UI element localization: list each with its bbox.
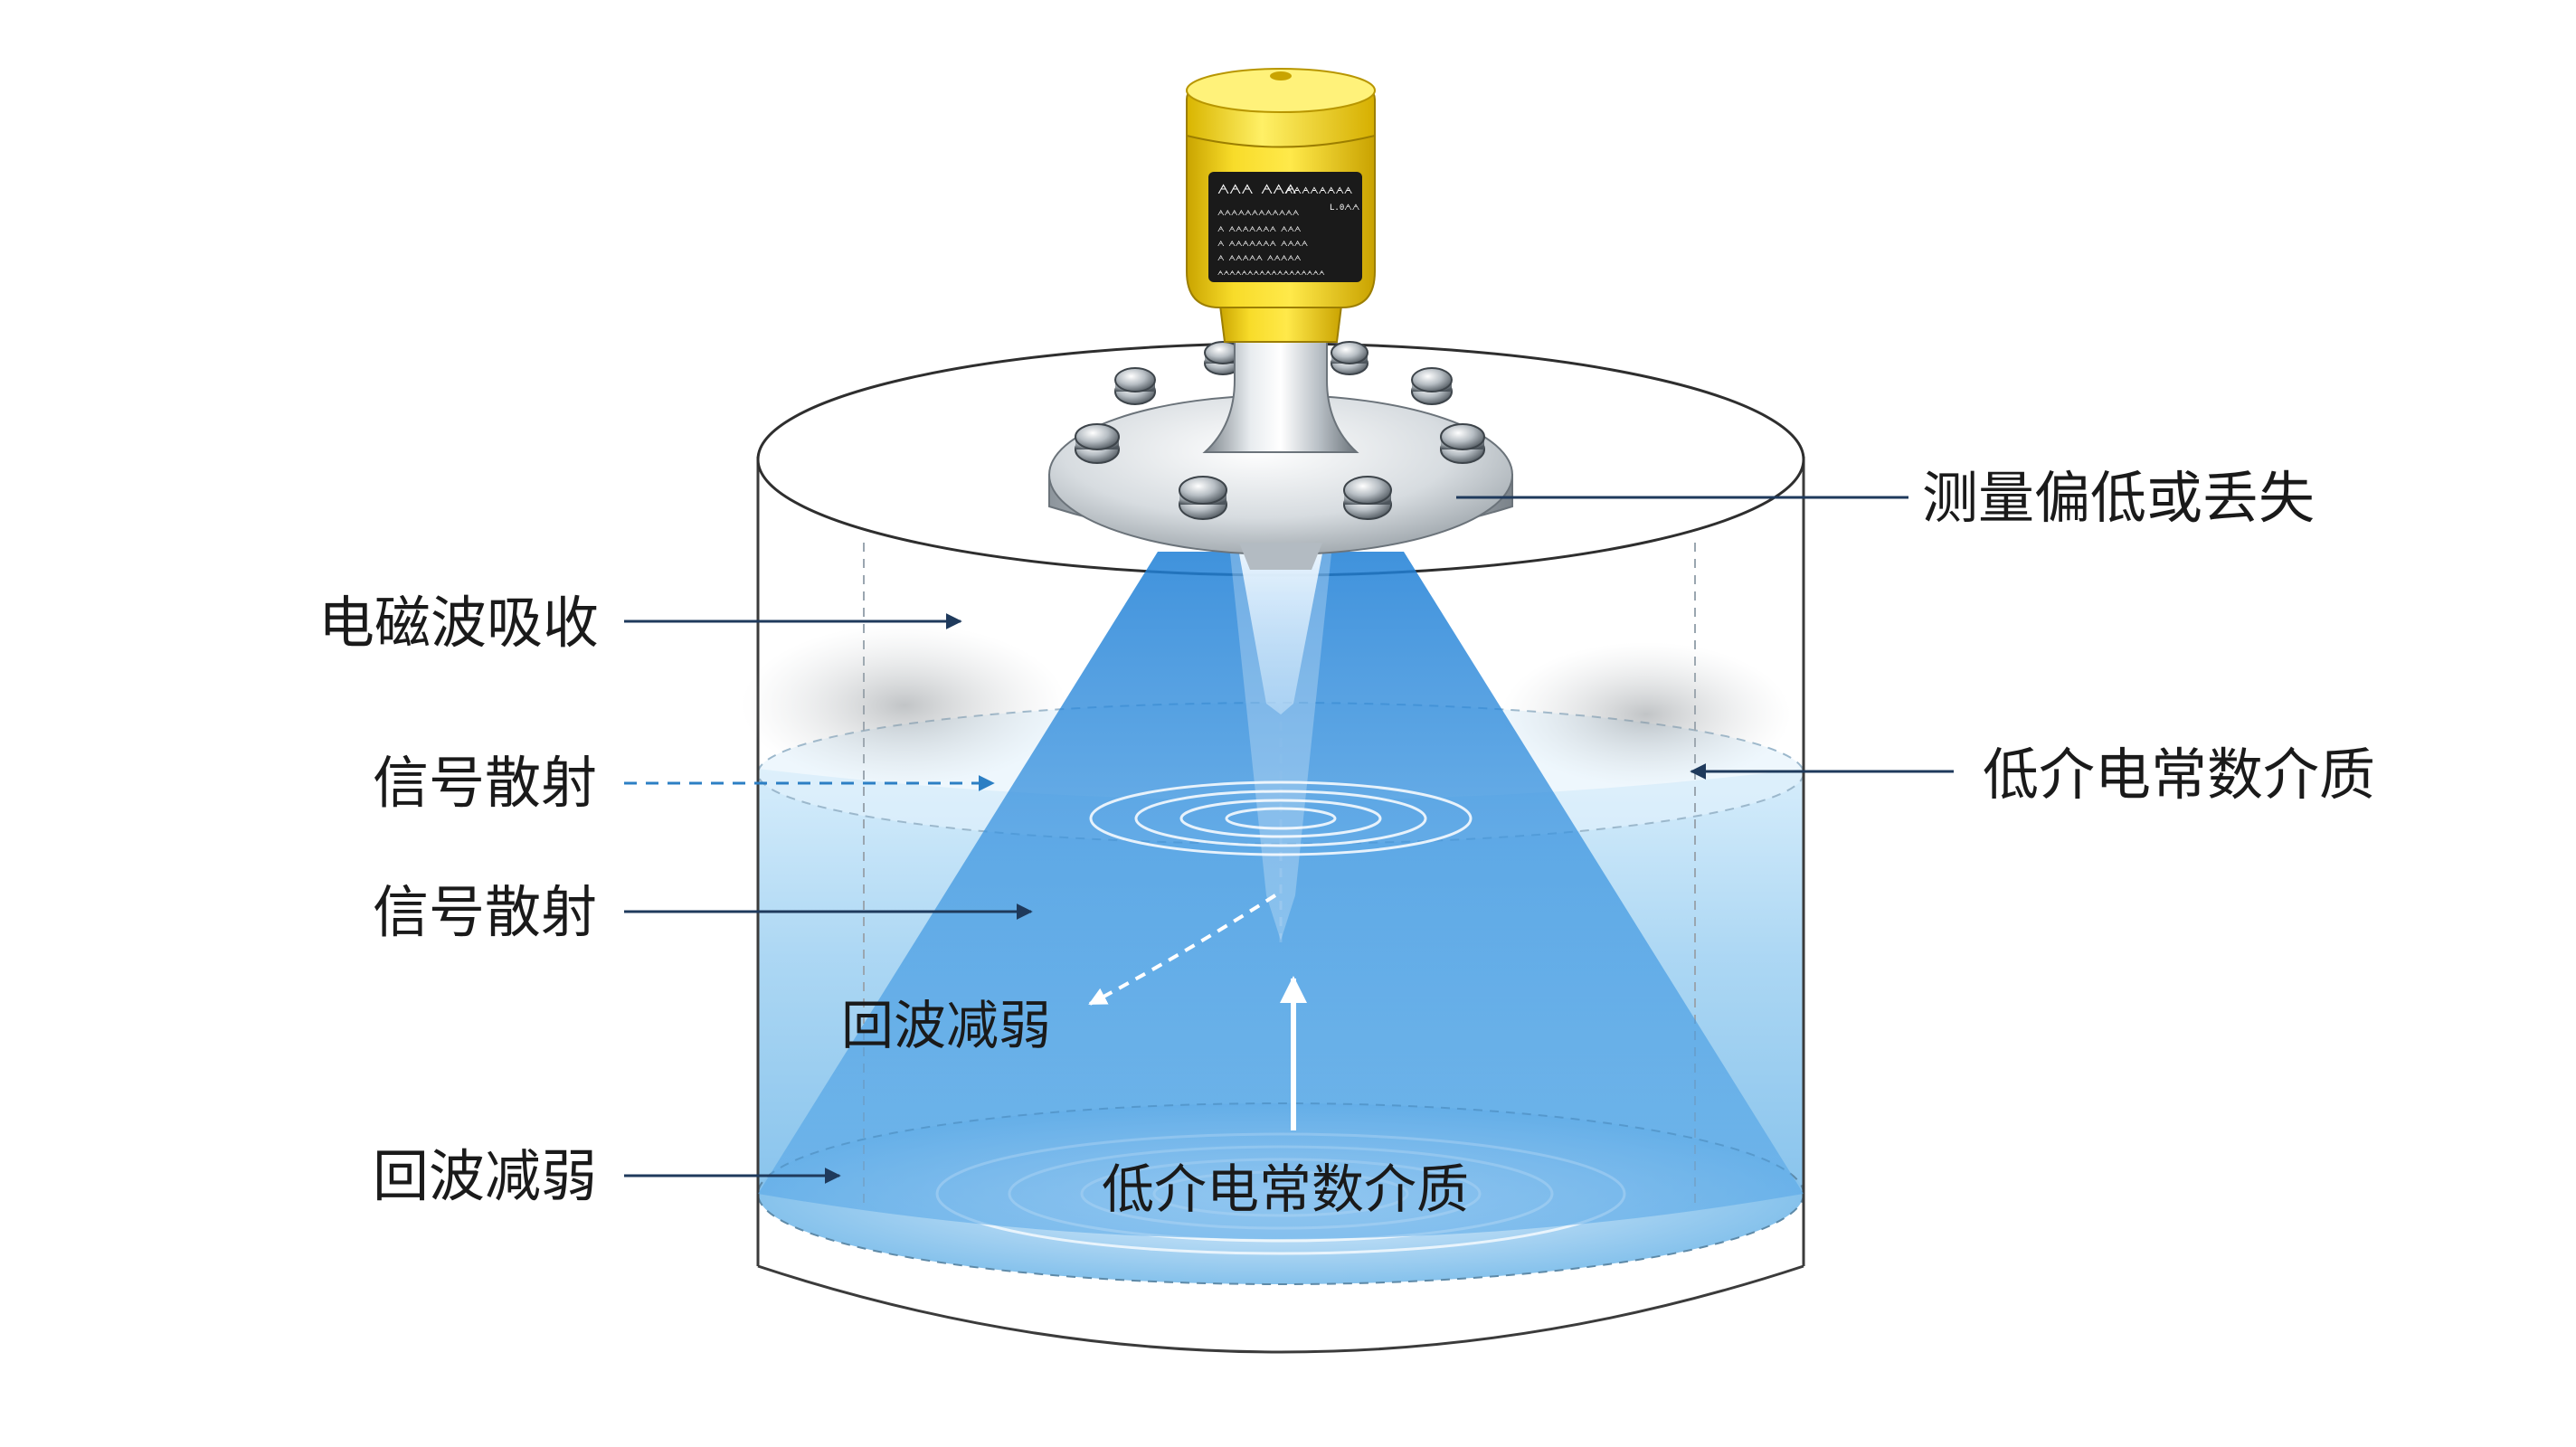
radar-beam (758, 552, 1804, 1239)
label-echo-weakened: 回波减弱 (373, 1143, 597, 1209)
label-measurement-low: 测量偏低或丢失 (1922, 465, 2315, 531)
vapor-left (742, 624, 1067, 787)
sensor-nameplate: ᗅᗅᗅ ᗅᗅᗅ ᗅᗅᗅᗅᗅᗅᗅᗅ L.0ᗅᗅ ᗅᗅᗅᗅᗅᗅᗅᗅᗅᗅᗅᗅ ᗅ ᗅᗅ… (1208, 172, 1362, 282)
sensor-neck (1202, 334, 1359, 453)
nameplate-row-5: ᗅᗅᗅᗅᗅᗅᗅᗅᗅᗅᗅᗅᗅᗅᗅᗅᗅᗅ (1217, 270, 1325, 277)
surface-ripples (1089, 780, 1473, 856)
inner-beam-lower (1230, 553, 1331, 941)
label-low-dielectric-inner: 低介电常数介质 (1102, 1159, 1469, 1220)
nameplate-row-4: ᗅ ᗅᗅᗅᗅᗅ ᗅᗅᗅᗅᗅ (1217, 254, 1302, 262)
weak-echo-arrow (1088, 894, 1277, 1006)
label-echo-weakened-inner: 回波减弱 (841, 995, 1051, 1056)
nameplate-model: ᗅᗅᗅᗅᗅᗅᗅᗅ (1284, 186, 1352, 196)
label-signal-scatter-1: 信号散射 (373, 750, 597, 816)
radar-sensor: ᗅᗅᗅ ᗅᗅᗅ ᗅᗅᗅᗅᗅᗅᗅᗅ L.0ᗅᗅ ᗅᗅᗅᗅᗅᗅᗅᗅᗅᗅᗅᗅ ᗅ ᗅᗅ… (1048, 68, 1513, 570)
nameplate-row-3: ᗅ ᗅᗅᗅᗅᗅᗅᗅ ᗅᗅᗅᗅ (1217, 240, 1308, 248)
inner-beam-upper (1239, 553, 1322, 714)
nameplate-brand: ᗅᗅᗅ ᗅᗅᗅ (1217, 183, 1296, 197)
nameplate-row-2: ᗅ ᗅᗅᗅᗅᗅᗅᗅ ᗅᗅᗅ (1217, 225, 1302, 233)
flange-bolts (1075, 341, 1485, 520)
vapor-right (1501, 642, 1791, 787)
labels: 测量偏低或丢失 电磁波吸收 信号散射 信号散射 回波减弱 低介电常数介质 回波减… (318, 465, 2375, 1220)
sensor-cap (1186, 68, 1376, 113)
nameplate-code: L.0ᗅᗅ (1330, 203, 1360, 213)
label-low-dielectric-right: 低介电常数介质 (1983, 742, 2375, 808)
callouts (624, 496, 1954, 1184)
label-em-absorption: 电磁波吸收 (318, 590, 599, 656)
nameplate-row-1: ᗅᗅᗅᗅᗅᗅᗅᗅᗅᗅᗅᗅ (1217, 209, 1300, 217)
label-signal-scatter-2: 信号散射 (373, 879, 597, 945)
